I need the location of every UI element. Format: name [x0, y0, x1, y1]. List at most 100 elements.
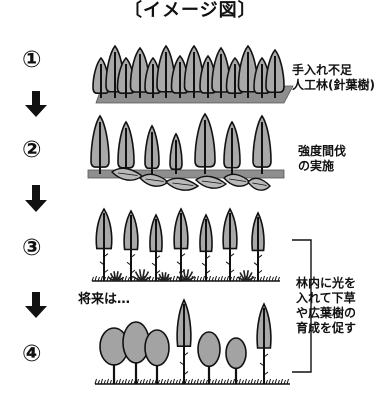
conifer-tree-icon: [256, 302, 272, 384]
line-shape: [151, 262, 157, 267]
line-shape: [183, 352, 189, 357]
step-2-caption: 強度間伐 の実施: [298, 144, 346, 174]
path-shape: [163, 277, 172, 282]
line-shape: [225, 261, 231, 266]
line-shape: [99, 261, 105, 266]
path-shape: [245, 276, 255, 282]
step-marker-4: ④: [22, 341, 42, 367]
conifer-tree-icon: [169, 132, 183, 174]
line-shape: [263, 371, 269, 376]
line-shape: [180, 253, 186, 258]
bracket-caption-line-1: 林内に光を: [296, 276, 357, 290]
line-shape: [201, 180, 222, 184]
future-label: 将来は…: [78, 292, 131, 307]
conifer-tree-icon: [252, 114, 272, 174]
ground-line: [94, 378, 290, 385]
line-shape: [126, 261, 132, 266]
conifer-tree-icon: [123, 209, 139, 281]
broadleaf-tree-icon: [197, 331, 221, 384]
broadleaf-tree-icon: [99, 327, 129, 384]
undergrowth-grass-icon: [132, 269, 152, 282]
line-shape: [130, 269, 136, 274]
broadleaf-tree-icon: [144, 329, 170, 384]
step-marker-3: ③: [22, 235, 42, 261]
line-shape: [103, 269, 109, 274]
line-shape: [252, 182, 267, 186]
broadleaf-tree-icon: [225, 337, 247, 384]
step-marker-1: ①: [22, 47, 42, 73]
line-shape: [145, 178, 164, 182]
line-shape: [155, 270, 161, 274]
conifer-tree-icon: [223, 120, 241, 174]
undergrowth-grass-icon: [237, 270, 255, 282]
broadleaf-tree-icon: [122, 321, 150, 384]
rect-shape: [32, 185, 40, 201]
felled-log-icon: [247, 177, 271, 191]
ellipse-shape: [225, 337, 247, 370]
undergrowth-grass-icon: [107, 271, 125, 282]
path-shape: [292, 239, 312, 373]
path-shape: [141, 275, 152, 282]
ellipse-shape: [144, 329, 170, 367]
step-marker-2: ②: [22, 137, 42, 163]
line-shape: [103, 253, 109, 258]
step-1-caption-line-1: 手入れ不足: [292, 63, 353, 77]
diagram-title: 〔イメージ図〕: [124, 0, 257, 21]
conifer-tree-icon: [265, 48, 285, 98]
path-shape: [115, 276, 125, 282]
conifer-tree-icon: [95, 207, 113, 281]
ellipse-shape: [197, 331, 221, 368]
line-shape: [205, 270, 211, 274]
path-shape: [94, 378, 289, 385]
caption-bracket: [292, 239, 312, 373]
bracket-caption-line-3: や広葉樹の: [296, 306, 357, 320]
line-shape: [172, 182, 194, 186]
conifer-tree-icon: [199, 213, 213, 281]
undergrowth-grass-icon: [176, 269, 196, 282]
bracket-caption-line-2: 入れて下草: [296, 291, 356, 305]
conifer-tree-icon: [194, 112, 216, 174]
conifer-tree-icon: [144, 124, 160, 174]
conifer-tree-icon: [149, 213, 163, 281]
line-shape: [229, 269, 235, 274]
conifer-tree-icon: [251, 211, 265, 281]
line-shape: [205, 255, 211, 260]
line-shape: [229, 253, 235, 258]
bracket-caption: 林内に光を 入れて下草 や広葉樹の 育成を促す: [296, 276, 356, 336]
line-shape: [179, 361, 185, 366]
step-2-caption-line-1: 強度間伐: [298, 144, 347, 158]
step-1-caption: 手入れ不足 人工林(針葉樹): [292, 63, 375, 93]
polygon-shape: [25, 105, 47, 117]
line-shape: [253, 262, 259, 267]
line-shape: [257, 254, 263, 259]
conifer-tree-icon: [222, 207, 238, 281]
step-2-caption-line-2: の実施: [298, 159, 335, 173]
down-arrow-icon: [25, 91, 47, 117]
line-shape: [130, 253, 136, 258]
step-1-caption-line-2: 人工林(針葉樹): [292, 78, 375, 92]
line-shape: [257, 269, 263, 274]
undergrowth-grass-icon: [156, 272, 172, 282]
conifer-tree-icon: [117, 120, 135, 174]
bracket-caption-line-4: 育成を促す: [296, 321, 357, 335]
line-shape: [259, 362, 265, 367]
rect-shape: [32, 91, 40, 106]
conifer-tree-icon: [90, 114, 110, 174]
line-shape: [176, 261, 182, 266]
polygon-shape: [25, 306, 47, 318]
rect-shape: [87, 169, 285, 179]
ground-band-2: [87, 169, 285, 179]
line-shape: [229, 178, 247, 182]
felled-log-icon: [194, 175, 228, 189]
rect-shape: [32, 292, 40, 307]
conifer-tree-icon: [176, 298, 192, 384]
down-arrow-icon: [25, 292, 47, 318]
felled-log-icon: [164, 177, 200, 191]
line-shape: [183, 371, 189, 375]
polygon-shape: [25, 200, 47, 212]
line-shape: [201, 262, 207, 267]
path-shape: [185, 275, 196, 282]
line-shape: [155, 255, 161, 260]
